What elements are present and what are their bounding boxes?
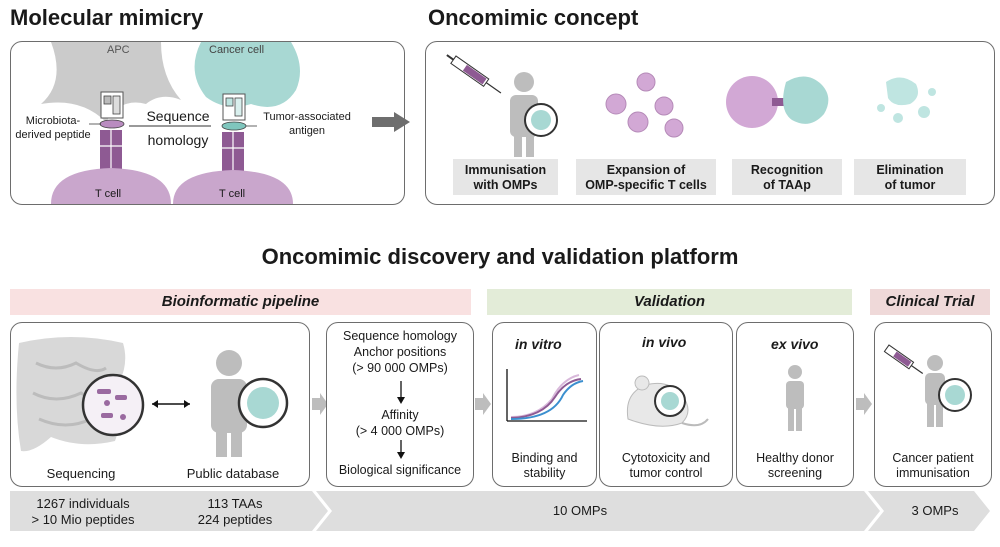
apc-cell — [41, 42, 181, 122]
arrow-icon-3 — [856, 393, 872, 415]
clinical-panel: Cancer patient immunisation — [874, 322, 992, 487]
molecular-mimicry-title: Molecular mimicry — [10, 5, 204, 30]
binding-curve-plot — [506, 369, 587, 422]
sequencing-panel: Sequencing Public database — [10, 322, 310, 487]
microbiota-peptide — [99, 119, 125, 129]
concept-step-immunisation: Immunisation with OMPs — [453, 159, 558, 195]
clinical-description: Cancer patient immunisation — [892, 451, 974, 480]
bottom-arrow-bioinformatic — [10, 491, 328, 531]
band-validation: Validation — [487, 289, 852, 315]
bottom-count-taas: 113 TAAs 224 peptides — [197, 496, 273, 527]
sequencing-label: Sequencing — [46, 466, 116, 481]
clinical-illustration — [883, 344, 972, 427]
tumor-cell-recognition-icon — [783, 76, 829, 124]
platform-title: Oncomimic discovery and validation platf… — [261, 244, 739, 269]
public-database-label: Public database — [186, 466, 280, 481]
filter-step-affinity: Affinity (> 4 000 OMPs) — [355, 408, 445, 438]
concept-step-expansion: Expansion of OMP-specific T cells — [576, 159, 716, 195]
bottom-arrow-validation — [316, 491, 880, 531]
band-clinical-trial: Clinical Trial — [870, 289, 990, 315]
tumor-fragments-icon — [877, 77, 936, 123]
healthy-donor-icon — [786, 365, 804, 431]
in-vivo-panel: in vivo Cytotoxicity and tumor control — [599, 322, 733, 487]
down-arrow-icon-2 — [397, 440, 405, 459]
tumor-peptide — [221, 121, 247, 131]
tcell-right-label: T cell — [219, 188, 246, 200]
t-cells-expanded-icon — [605, 72, 684, 138]
filtering-panel: Sequence homology Anchor positions (> 90… — [326, 322, 474, 487]
filter-step-homology: Sequence homology Anchor positions (> 90… — [343, 329, 457, 375]
bottom-count-individuals: 1267 individuals > 10 Mio peptides — [31, 496, 135, 527]
arrow-icon-1 — [312, 393, 328, 415]
oncomimic-concept-panel: Immunisation with OMPs Expansion of OMP-… — [425, 41, 995, 205]
concept-step-elimination: Elimination of tumor — [854, 159, 966, 195]
molecular-mimicry-panel: APC Cancer cell Microbiota- derived pept… — [10, 41, 405, 205]
mouse-icon — [626, 375, 709, 427]
syringe-clinical-icon — [883, 344, 924, 375]
cancer-cell — [194, 42, 300, 107]
t-cell-recognition-icon — [726, 76, 778, 128]
arrow-icon-2 — [475, 393, 491, 415]
ex-vivo-description: Healthy donor screening — [756, 451, 834, 480]
band-bioinformatic-pipeline: Bioinformatic pipeline — [10, 289, 471, 315]
mimicry-illustration — [41, 42, 300, 204]
down-arrow-icon-1 — [397, 381, 405, 404]
in-vivo-title: in vivo — [642, 334, 687, 350]
concept-step-recognition: Recognition of TAAp — [732, 159, 842, 195]
syringe-icon — [446, 54, 502, 94]
in-vitro-panel: in vitro Binding and stability — [492, 322, 597, 487]
microbiota-magnifier-icon — [81, 373, 145, 437]
cancer-cell-label: Cancer cell — [209, 44, 265, 56]
concept-illustration — [446, 54, 936, 157]
in-vivo-description: Cytotoxicity and tumor control — [621, 451, 711, 480]
ex-vivo-panel: ex vivo Healthy donor screening — [736, 322, 854, 487]
bottom-arrow-clinical — [868, 491, 990, 531]
taa-label: Tumor-associated antigen — [263, 111, 351, 137]
tcell-left — [51, 168, 171, 204]
oncomimic-concept-title: Oncomimic concept — [428, 5, 639, 30]
ex-vivo-title: ex vivo — [771, 336, 819, 352]
microbiota-peptide-label: Microbiota- derived peptide — [15, 115, 91, 141]
in-vitro-title: in vitro — [515, 336, 562, 352]
person-database-icon — [211, 350, 247, 457]
sequence-homology-label: Sequence homology — [146, 108, 210, 148]
bottom-count-10-omps: 10 OMPs — [552, 503, 608, 518]
apc-label: APC — [107, 44, 130, 56]
right-arrow-icon — [372, 112, 410, 132]
tcell-right — [173, 170, 293, 204]
bottom-count-3-omps: 3 OMPs — [911, 503, 959, 518]
bottom-arrows — [10, 491, 990, 531]
filter-step-significance: Biological significance — [338, 463, 462, 477]
sequencing-illustration — [16, 337, 289, 457]
tcell-left-label: T cell — [95, 188, 122, 200]
in-vitro-description: Binding and stability — [511, 451, 578, 480]
